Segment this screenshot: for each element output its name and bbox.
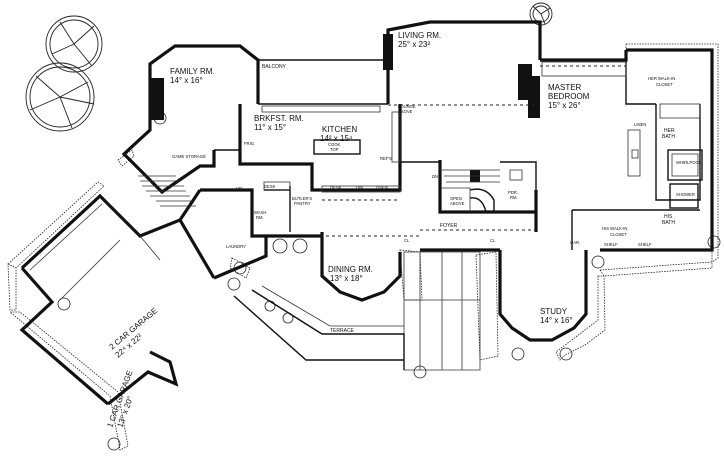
label-foyer: FOYER bbox=[440, 223, 458, 229]
dashed-guides bbox=[320, 65, 626, 237]
label-oven: OVEN bbox=[376, 185, 388, 190]
label-pantry: PANTRY bbox=[294, 201, 311, 206]
label-her-bath-2: BATH bbox=[662, 134, 675, 140]
label-frig: FRIG. bbox=[244, 141, 255, 146]
label-lounge: LOUNGE bbox=[398, 104, 416, 109]
label-ref: REF'S bbox=[380, 156, 392, 161]
label-her-closet-2: CLOSET bbox=[656, 82, 673, 87]
label-pdr-2: RM. bbox=[510, 195, 518, 200]
label-kitchen-dim: 14² x 15⁴ bbox=[320, 134, 353, 143]
label-master: MASTER bbox=[548, 83, 582, 92]
label-linen: LINEN bbox=[634, 122, 646, 127]
landscaping bbox=[7, 43, 719, 451]
label-terrace: TERRACE bbox=[330, 328, 355, 334]
stairs-rear bbox=[138, 175, 196, 207]
label-study: STUDY bbox=[540, 307, 568, 316]
label-game-storage: GAME STORAGE bbox=[172, 154, 206, 159]
label-desk: DESK bbox=[264, 184, 276, 189]
label-dn: DN bbox=[432, 174, 438, 179]
label-dining: DINING RM. bbox=[328, 265, 373, 274]
small-labels: BALCONY HER WALK-IN CLOSET HER BATH HIS … bbox=[172, 64, 702, 334]
label-whirlpool: WHIRLPOOL bbox=[676, 160, 702, 165]
kitchen-fixtures bbox=[261, 105, 401, 193]
label-above: ABOVE bbox=[398, 109, 413, 114]
house-walls bbox=[121, 20, 714, 342]
label-shelf-1: SHELF bbox=[604, 242, 618, 247]
label-her-closet: HER WALK-IN bbox=[648, 76, 675, 81]
label-bedroom: BEDROOM bbox=[548, 92, 590, 101]
label-living-room: LIVING RM. bbox=[398, 31, 441, 40]
label-cl-1: CL bbox=[404, 238, 410, 243]
fireplaces bbox=[150, 34, 540, 182]
label-his-bath: HIS bbox=[664, 214, 673, 220]
bath-fixtures bbox=[509, 103, 703, 209]
label-brkfst: BRKFST. RM. bbox=[254, 114, 304, 123]
label-wash: WASH bbox=[254, 210, 266, 215]
label-his-closet: HIS WALK-IN bbox=[602, 226, 627, 231]
label-dw: DW bbox=[356, 185, 363, 190]
label-butlers: BUTLER'S bbox=[292, 196, 312, 201]
label-wash-2: RM. bbox=[256, 215, 264, 220]
label-desk-2: DESK bbox=[330, 185, 342, 190]
room-labels: FAMILY RM. 14° x 16° LIVING RM. 25° x 23… bbox=[105, 31, 589, 429]
label-cl-2: CL bbox=[490, 238, 496, 243]
label-pdr: PDR. bbox=[508, 190, 518, 195]
label-his-closet-2: CLOSET bbox=[610, 232, 627, 237]
label-kitchen: KITCHEN bbox=[322, 125, 357, 134]
label-cook: COOK bbox=[328, 142, 341, 147]
garage-walls bbox=[19, 193, 216, 406]
label-laundry: LAUNDRY bbox=[226, 244, 246, 249]
label-dining-dim: 13° x 18° bbox=[330, 274, 363, 283]
label-open-2: ABOVE bbox=[450, 201, 465, 206]
label-open: OPEN bbox=[450, 196, 462, 201]
label-brkfst-dim: 11° x 15° bbox=[254, 123, 286, 132]
label-shower: SHOWER bbox=[676, 192, 695, 197]
label-master-dim: 15° x 26° bbox=[548, 101, 581, 110]
stairs-main bbox=[440, 169, 500, 213]
label-study-dim: 14° x 16° bbox=[540, 316, 573, 325]
label-top: TOP bbox=[330, 147, 339, 152]
tree-left bbox=[25, 62, 95, 132]
label-balcony: BALCONY bbox=[262, 64, 287, 70]
tree-top-left bbox=[45, 15, 103, 73]
label-shelf-2: SHELF bbox=[638, 242, 652, 247]
courtyard bbox=[403, 251, 481, 371]
label-living-dim: 25° x 23² bbox=[398, 40, 430, 49]
terrace bbox=[233, 285, 405, 370]
label-her-bath: HER bbox=[664, 128, 675, 134]
label-gar: GAR. bbox=[570, 240, 580, 245]
master-balcony bbox=[541, 61, 627, 77]
bushes bbox=[57, 111, 721, 451]
label-family-dim: 14° x 16° bbox=[170, 76, 203, 85]
label-up: UP bbox=[236, 186, 242, 191]
label-family-room: FAMILY RM. bbox=[170, 67, 215, 76]
label-his-bath-2: BATH bbox=[662, 220, 675, 226]
